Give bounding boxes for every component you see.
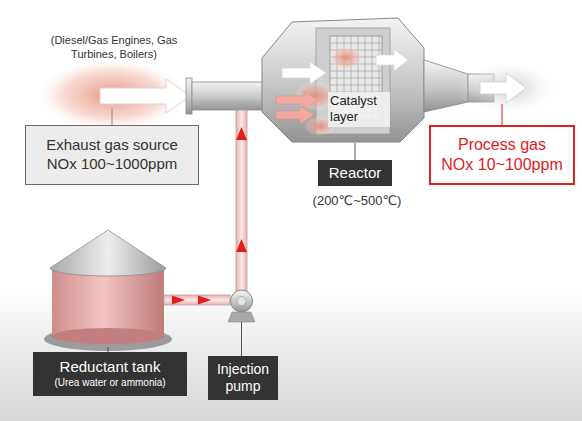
reactor-tag: Reactor — [318, 160, 392, 187]
tank-bottom — [52, 328, 164, 344]
leader-line — [355, 143, 356, 160]
box-text: Injection pump — [214, 361, 272, 396]
exhaust-glow — [34, 57, 190, 133]
inlet-pipe — [192, 82, 266, 110]
pipe-flange — [186, 78, 192, 114]
leader-line — [112, 108, 113, 125]
box-text: Exhaust gas source — [46, 136, 178, 155]
source-box: Exhaust gas sourceNOx 100~1000ppm — [25, 125, 199, 185]
box-text: Process gas — [458, 135, 546, 155]
note-label: (Diesel/Gas Engines, Gas Turbines, Boile… — [48, 33, 180, 63]
outlet-glow — [458, 58, 562, 118]
tank-body — [52, 268, 164, 336]
box-text: Reductant tank — [60, 358, 161, 377]
note-label: Catalyst layer — [328, 92, 390, 127]
pump-base — [228, 312, 255, 322]
leader-line — [502, 104, 503, 125]
pump-hub — [237, 297, 246, 306]
tank-tag: Reductant tank(Urea water or ammonia) — [33, 352, 187, 396]
pump-body — [231, 290, 253, 312]
catalyst-chamber — [316, 28, 390, 134]
reactor-housing — [262, 18, 424, 142]
process-gas-box: Process gasNOx 10~100ppm — [429, 125, 575, 185]
reaction-glow — [328, 45, 364, 71]
reductant-arrow — [276, 106, 314, 124]
outlet-arrow — [480, 73, 526, 103]
flow-arrow — [172, 296, 185, 305]
pump-tag: Injection pump — [208, 356, 278, 400]
gas-arrow — [376, 49, 408, 71]
tank-lid — [50, 230, 166, 276]
feed-pipe — [164, 295, 230, 305]
box-text: (Urea water or ammonia) — [54, 377, 165, 390]
box-text: Reactor — [329, 164, 382, 183]
note-label: (200℃~500℃) — [295, 192, 419, 210]
exhaust-arrow — [100, 79, 190, 113]
injection-pipe — [236, 110, 247, 296]
flow-arrow — [236, 239, 247, 252]
box-text: NOx 100~1000ppm — [47, 155, 178, 174]
reductant-arrow — [276, 91, 318, 109]
box-text: NOx 10~100ppm — [441, 155, 562, 175]
flow-arrow — [198, 296, 211, 305]
flow-arrow — [236, 127, 247, 140]
gas-arrow — [282, 62, 326, 84]
leader-line — [241, 322, 242, 356]
